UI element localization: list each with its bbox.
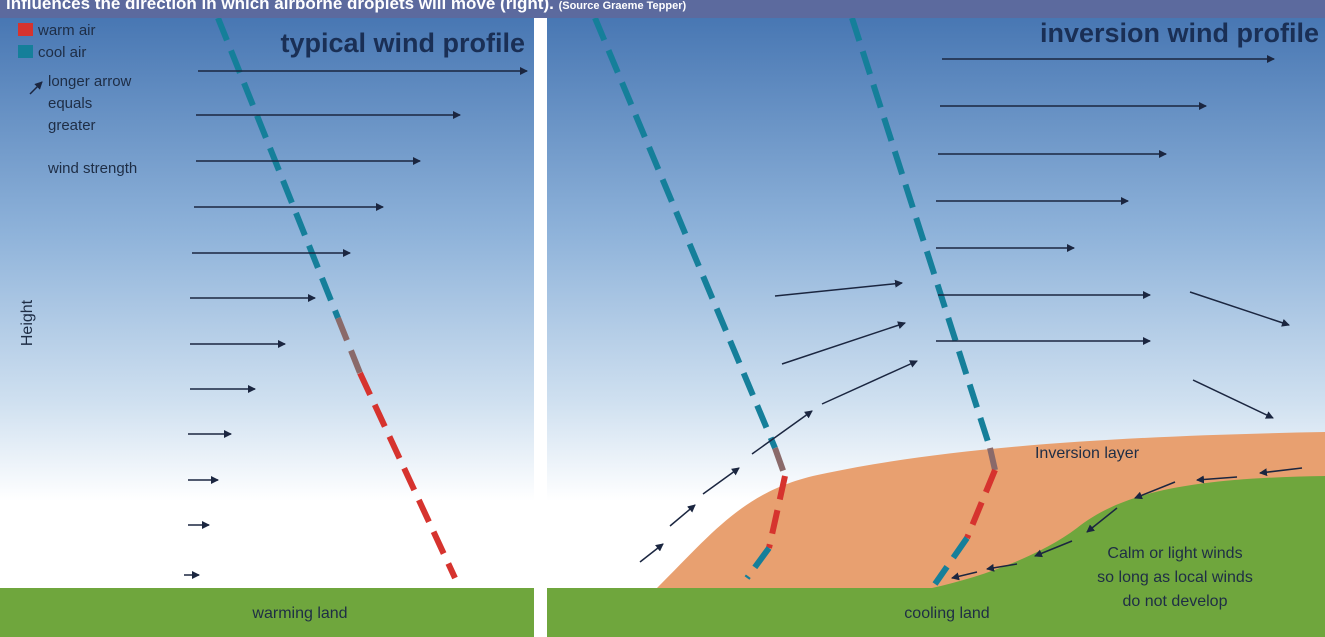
wind-arrow <box>1189 291 1290 327</box>
wind-arrow <box>669 504 696 527</box>
legend-arrow-line2: equals <box>48 95 92 112</box>
wind-arrow <box>1134 481 1176 500</box>
legend-arrow-line3: greater <box>48 117 96 134</box>
typical-wind-panel: warming land warm air cool air longer ar… <box>0 18 534 637</box>
legend-arrow-line4: wind strength <box>47 160 137 177</box>
wind-arrow <box>951 571 978 581</box>
wind-arrows-upper <box>639 55 1290 563</box>
legend-warm-air: warm air <box>37 22 96 39</box>
height-axis-label: Height <box>19 299 36 346</box>
inversion-wind-panel: cooling land Inversion layer Calm or lig… <box>547 18 1325 637</box>
wind-arrow <box>781 321 906 365</box>
katabatic-arrows <box>951 467 1303 581</box>
cool-air-dashed-line-2 <box>744 546 772 580</box>
cooling-land-ground <box>547 476 1325 637</box>
inversion-wind-heading: inversion wind profile <box>1040 18 1319 48</box>
typical-wind-diagram: warming land warm air cool air longer ar… <box>0 18 534 637</box>
transition-dashed-line <box>335 316 363 375</box>
cool-air-dashed-line-4 <box>932 536 970 586</box>
wind-arrow <box>1086 507 1118 533</box>
cool-air-swatch <box>18 45 33 58</box>
transition-dashed-line-1 <box>772 446 788 478</box>
legend-cool-air: cool air <box>38 44 86 61</box>
warming-land-label: warming land <box>251 605 347 622</box>
inversion-wind-diagram: cooling land Inversion layer Calm or lig… <box>547 18 1325 637</box>
warm-air-dashed-line <box>357 371 458 580</box>
caption-bar: influences the direction in which airbor… <box>0 0 1325 18</box>
cool-air-dashed-line-3 <box>849 18 993 449</box>
wind-arrow <box>1259 467 1303 477</box>
calm-winds-line1: Calm or light winds <box>1107 545 1242 562</box>
cool-air-dashed-line <box>215 18 341 320</box>
inversion-layer-label: Inversion layer <box>1035 445 1140 462</box>
transition-dashed-line-2 <box>987 447 998 471</box>
wind-arrow <box>751 410 813 455</box>
wind-arrow <box>774 279 903 297</box>
caption-text: influences the direction in which airbor… <box>6 0 686 14</box>
warm-air-dashed-line-2 <box>964 468 998 540</box>
calm-winds-line2: so long as local winds <box>1097 569 1253 586</box>
caption-source: (Source Graeme Tepper) <box>558 0 687 12</box>
typical-wind-heading: typical wind profile <box>280 28 525 58</box>
wind-arrow <box>1034 540 1073 558</box>
legend-arrow-icon <box>29 81 43 95</box>
cool-air-dashed-line-1 <box>592 18 778 450</box>
warm-air-swatch <box>18 23 33 36</box>
wind-arrow <box>1192 379 1274 419</box>
legend-arrow-line1: longer arrow <box>48 73 132 90</box>
wind-arrow <box>702 467 740 495</box>
wind-arrow <box>821 360 918 405</box>
wind-arrow <box>639 543 664 563</box>
cooling-land-label: cooling land <box>904 605 989 622</box>
calm-winds-line3: do not develop <box>1123 593 1228 610</box>
warming-land-ground <box>0 588 534 637</box>
warm-air-dashed-line-1 <box>766 475 788 549</box>
caption-main: influences the direction in which airbor… <box>6 0 554 13</box>
wind-arrow <box>1196 475 1238 484</box>
wind-arrows-left <box>184 67 528 579</box>
wind-arrow <box>986 563 1018 572</box>
